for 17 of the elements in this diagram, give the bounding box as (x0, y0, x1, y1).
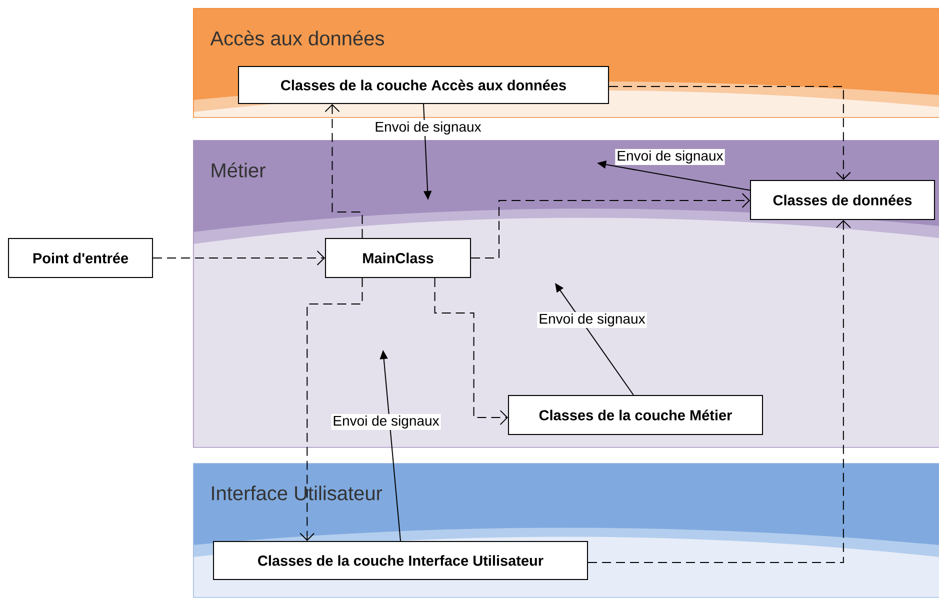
edge-label: Envoi de signaux (615, 148, 725, 166)
dashed-arrow (588, 220, 851, 563)
class-box: Point d'entrée (8, 238, 153, 278)
dashed-arrow (608, 86, 851, 180)
dashed-arrow (300, 278, 363, 541)
edge-label: Envoi de signaux (537, 312, 647, 328)
edge-label: Envoi de signaux (331, 414, 441, 430)
class-box: Classes de la couche Accès aux données (238, 66, 609, 104)
dashed-arrow (434, 278, 508, 426)
dashed-arrow (324, 104, 363, 238)
dashed-arrow (470, 193, 750, 258)
dashed-arrow (152, 250, 325, 266)
class-box: Classes de la couche Métier (508, 395, 763, 435)
class-box: Classes de la couche Interface Utilisateur (213, 541, 588, 580)
edge-label: Envoi de signaux (373, 120, 483, 136)
class-box: Classes de données (750, 180, 935, 220)
class-box: MainClass (325, 238, 471, 278)
